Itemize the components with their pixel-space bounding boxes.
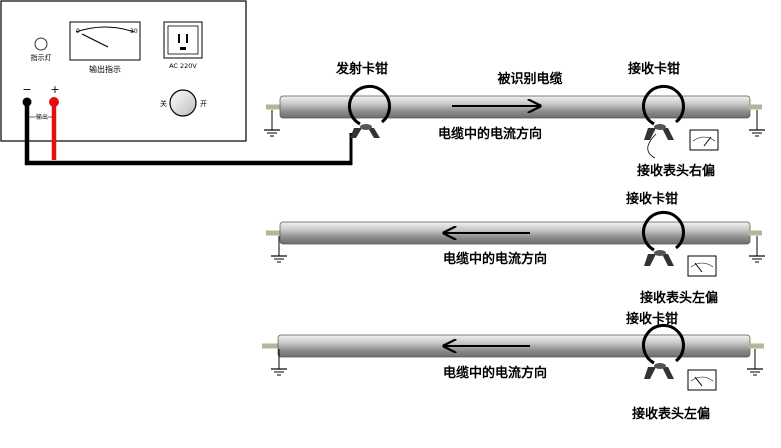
terminal-minus-label: −	[22, 83, 31, 96]
meter-needle	[81, 33, 109, 48]
ground-symbol-left	[264, 110, 280, 137]
power-switch-knob	[169, 89, 197, 117]
current-direction-label: 电缆中的电流方向	[443, 251, 547, 267]
transmit-clamp	[347, 84, 391, 138]
row-3: 电缆中的电流方向 接收卡钳 接收表头左偏	[262, 311, 764, 422]
current-direction-label: 电缆中的电流方向	[438, 126, 542, 142]
outlet-pin-left	[178, 34, 180, 43]
outlet-pin-ground	[180, 47, 186, 50]
row-2: 电缆中的电流方向 接收卡钳 接收表头左偏	[266, 191, 765, 306]
transmitter-instrument: 指示灯 0 30 输出指示 AC 220V 关 开 − + 输出	[0, 0, 247, 142]
receive-clamp-label: 接收卡钳	[626, 191, 678, 207]
ground-symbol-right	[747, 349, 763, 376]
output-meter	[69, 21, 141, 61]
receiver-meter	[689, 129, 719, 151]
receive-clamp-label: 接收卡钳	[626, 311, 678, 327]
minus-terminal	[22, 97, 32, 107]
receiver-meter	[687, 369, 717, 391]
ground-symbol-left	[271, 349, 287, 376]
ground-symbol-right	[749, 110, 765, 137]
current-direction-label: 电缆中的电流方向	[443, 365, 547, 381]
outlet-pin-right	[186, 34, 188, 43]
meter-max-label: 30	[130, 28, 138, 35]
transmit-clamp-label: 发射卡钳	[335, 61, 388, 77]
switch-off-label: 关	[160, 99, 167, 108]
ground-symbol-right	[749, 236, 765, 263]
receive-clamp	[641, 323, 685, 379]
output-label: 输出	[36, 113, 48, 121]
meter-scale-arc	[75, 26, 135, 33]
receive-clamp-label: 接收卡钳	[628, 61, 680, 77]
meter-label: 输出指示	[89, 64, 121, 74]
switch-on-label: 开	[200, 100, 207, 108]
indicator-light-label: 指示灯	[31, 53, 52, 62]
meter-min-label: 0	[76, 28, 80, 35]
ground-symbol-left	[271, 236, 287, 263]
plus-terminal	[49, 97, 59, 107]
meter-reading-label: 接收表头左偏	[632, 406, 710, 422]
output-wires	[22, 97, 353, 166]
terminal-plus-label: +	[50, 83, 59, 96]
indicator-light	[34, 37, 48, 51]
receive-clamp	[641, 210, 685, 266]
receive-clamp	[641, 84, 685, 159]
meter-reading-label: 接收表头右偏	[637, 163, 715, 179]
row-1: 发射卡钳 被识别电缆 电缆中的电流方向 接收卡钳 接收表头右偏	[264, 61, 765, 179]
receiver-meter	[687, 255, 717, 277]
outlet-label: AC 220V	[169, 62, 197, 70]
meter-reading-label: 接收表头左偏	[640, 290, 718, 306]
cable-label: 被识别电缆	[496, 71, 562, 87]
